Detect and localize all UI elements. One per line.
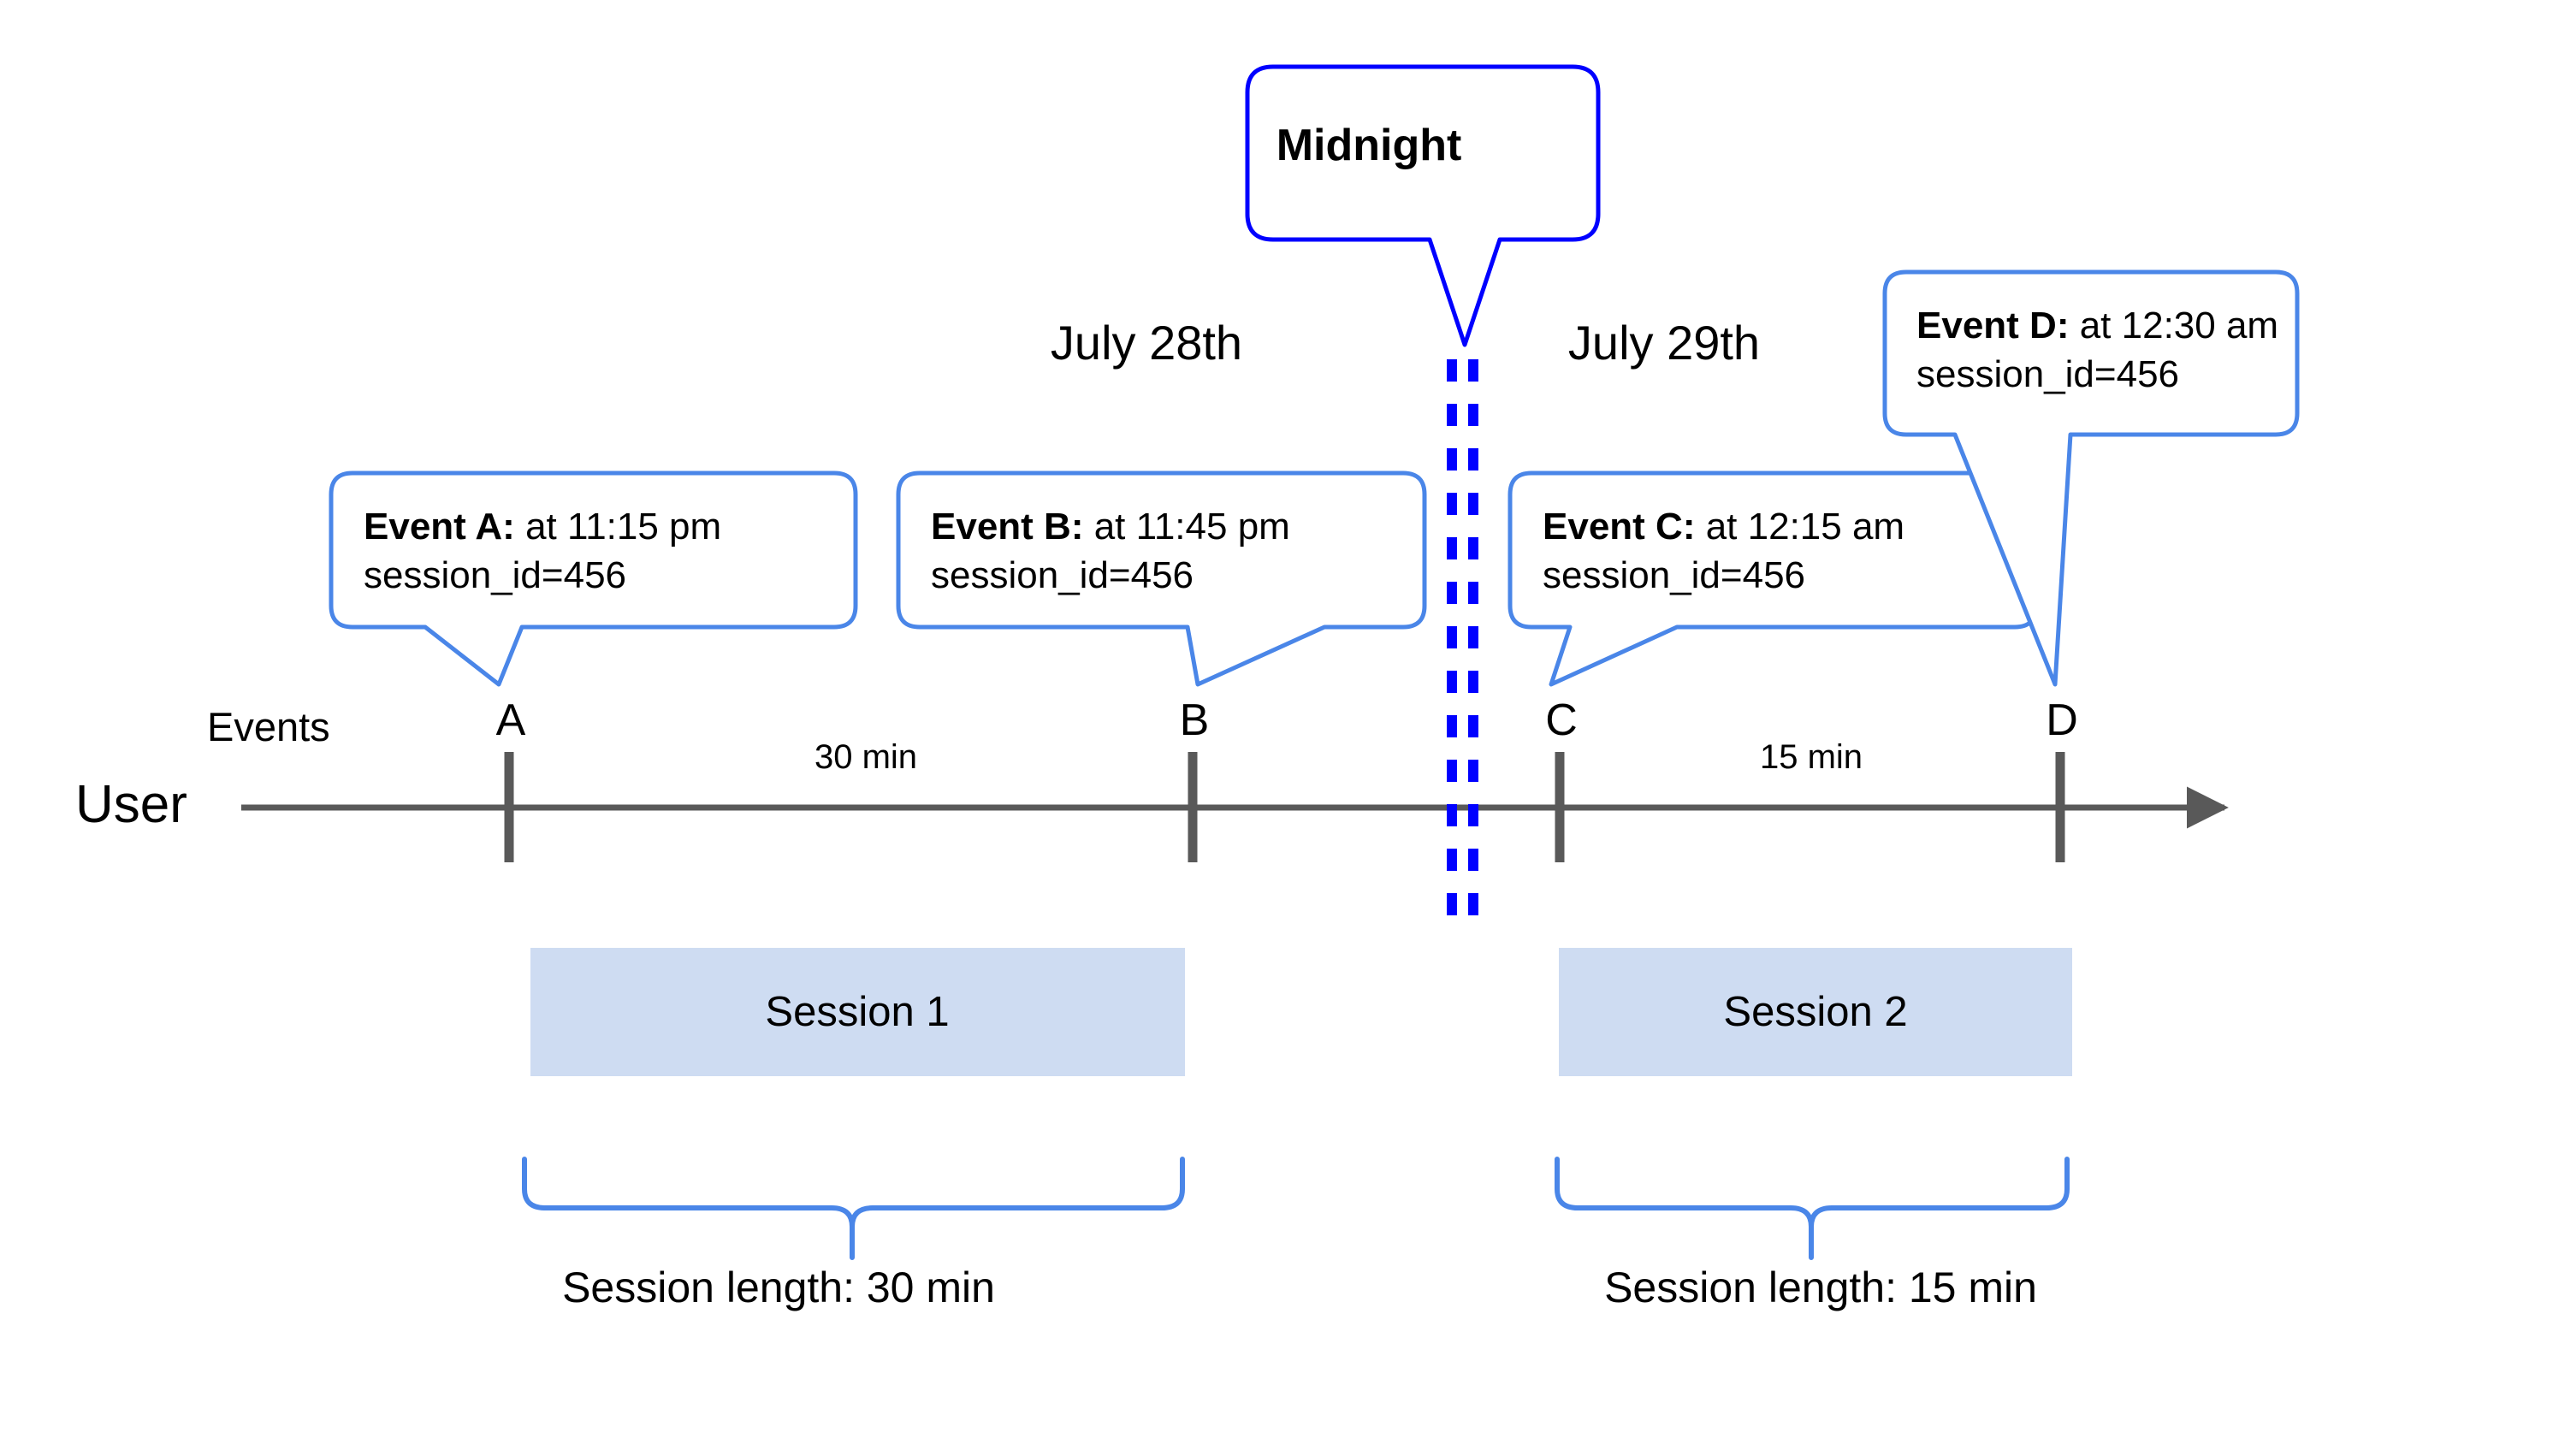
event-a-title: Event A:	[364, 506, 515, 547]
event-c-time: at 12:15 am	[1695, 506, 1905, 547]
marker-label-d: D	[2046, 695, 2078, 745]
event-b-session-id: session_id=456	[931, 554, 1194, 597]
marker-label-c: C	[1545, 695, 1578, 745]
event-a-bubble-path	[329, 471, 858, 687]
event-d-time: at 12:30 am	[2069, 305, 2279, 346]
event-a-callout-text: Event A: at 11:15 pm session_id=456	[364, 502, 721, 600]
event-a-time: at 11:15 pm	[514, 506, 722, 547]
session-1-brace	[522, 1157, 1185, 1260]
event-d-callout-text: Event D: at 12:30 am session_id=456	[1916, 301, 2278, 399]
session-2-box[interactable]	[1559, 948, 2072, 1076]
marker-label-b: B	[1179, 695, 1210, 745]
row-label-events: Events	[207, 704, 330, 749]
timeline-ticks	[504, 752, 2065, 862]
session-1-brace-path	[522, 1157, 1185, 1260]
axis-label-user: User	[75, 775, 187, 834]
session-2-length-label: Session length: 15 min	[1604, 1264, 2037, 1311]
gap-label-15-min: 15 min	[1759, 738, 1863, 776]
midnight-divider	[1447, 359, 1478, 929]
event-d-bubble-path	[1882, 269, 2300, 687]
event-c-session-id: session_id=456	[1543, 554, 1806, 597]
midnight-callout-label: Midnight	[1276, 121, 1462, 170]
event-b-callout-text: Event B: at 11:45 pm session_id=456	[931, 502, 1290, 600]
gap-label-30-min: 30 min	[814, 738, 918, 776]
event-c-title: Event C:	[1543, 506, 1696, 547]
event-b-bubble-path	[896, 471, 1427, 687]
event-d-session-id: session_id=456	[1916, 353, 2180, 396]
marker-label-a: A	[495, 695, 526, 745]
date-label-july-29: July 29th	[1567, 316, 1761, 370]
midnight-callout-shape[interactable]	[1245, 64, 1601, 347]
event-b-title: Event B:	[931, 506, 1084, 547]
session-2-label: Session 2	[1723, 989, 1908, 1035]
midnight-bubble-path	[1245, 64, 1601, 347]
event-d-callout-shape[interactable]	[1882, 269, 2300, 687]
session-2-brace	[1555, 1157, 2070, 1260]
event-a-callout-shape[interactable]	[329, 471, 858, 687]
session-1-box[interactable]	[530, 948, 1185, 1076]
session-1-length-label: Session length: 30 min	[562, 1264, 995, 1311]
session-1-label: Session 1	[765, 989, 950, 1035]
event-d-title: Event D:	[1916, 305, 2070, 346]
date-label-july-28: July 28th	[1050, 316, 1243, 370]
event-b-time: at 11:45 pm	[1083, 506, 1290, 547]
event-c-callout-text: Event C: at 12:15 am session_id=456	[1543, 502, 1904, 600]
event-a-session-id: session_id=456	[364, 554, 627, 597]
event-b-callout-shape[interactable]	[896, 471, 1427, 687]
session-2-brace-path	[1555, 1157, 2070, 1260]
